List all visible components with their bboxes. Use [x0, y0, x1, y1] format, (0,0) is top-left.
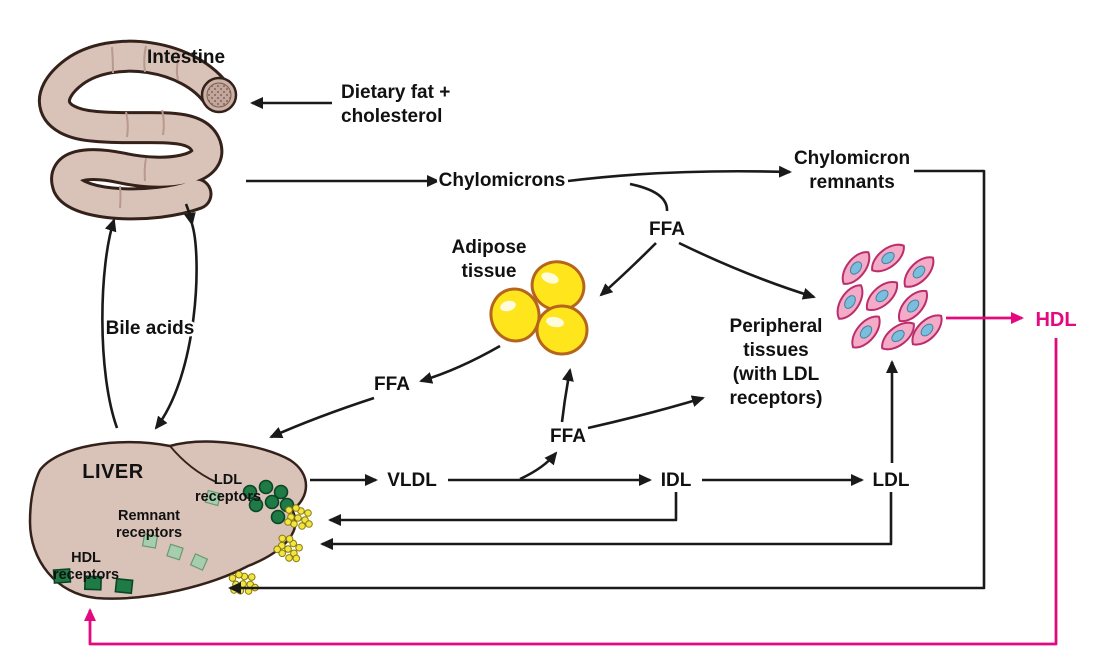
arrow-intestine-to-liver-bile: [154, 223, 198, 430]
arrow-liver-to-intestine-bile: [101, 218, 119, 429]
granule-cluster: [284, 504, 313, 530]
label-chylomicron-remnants-line2: remnants: [809, 172, 895, 193]
label-peripheral-line2: tissues: [743, 340, 808, 361]
arrow-ffa-to-peripheral-label: [587, 395, 705, 430]
label-adipose-line1: Adipose: [452, 237, 527, 258]
label-hdl-receptors-line2: receptors: [53, 567, 119, 583]
arrow-hdl-to-liver: [84, 338, 1058, 646]
tissue-cell: [835, 245, 877, 291]
label-ldl-receptors-line1: LDL: [214, 472, 242, 488]
label-chylomicrons: Chylomicrons: [439, 170, 566, 191]
remnant-receptor-cluster: [141, 489, 222, 571]
curve-chylomicrons-to-ffa: [629, 182, 669, 212]
arrow-ldl-to-liver: [320, 492, 893, 550]
flow-arrows: [84, 97, 1058, 646]
arrow-adipose-to-ffa: [419, 344, 501, 384]
arrow-vldl-line-to-ffa: [519, 451, 558, 481]
hdl-receptor-cluster: [52, 568, 134, 595]
label-dietary-fat-line2: cholesterol: [341, 106, 442, 127]
label-peripheral-line4: receptors): [730, 388, 823, 409]
liver-illustration: [28, 440, 313, 600]
arrow-remnants-to-liver: [228, 169, 986, 594]
arrow-ffa-to-liver: [269, 396, 375, 439]
label-ffa-top: FFA: [649, 219, 685, 240]
label-remnant-receptors-line2: receptors: [116, 525, 182, 541]
arrow-intestine-down-bile: [183, 203, 196, 226]
label-ffa-center: FFA: [550, 426, 586, 447]
tissue-cell: [897, 250, 941, 294]
tissue-cell: [845, 309, 887, 355]
tissue-cell: [860, 274, 904, 318]
label-chylomicron-remnants-line1: Chylomicron: [794, 148, 910, 169]
label-peripheral-line3: (with LDL: [733, 364, 820, 385]
label-remnant-receptors-line1: Remnant: [118, 508, 180, 524]
arrow-chylomicrons-to-remnants: [567, 165, 792, 183]
arrow-ffa-to-adipose-up: [560, 368, 574, 423]
label-hdl: HDL: [1035, 309, 1076, 331]
adipose-tissue-illustration: [489, 260, 589, 356]
label-vldl: VLDL: [387, 470, 437, 491]
diagram-labels: Intestine Dietary fat + cholesterol Chyl…: [53, 47, 1077, 583]
label-liver: LIVER: [82, 461, 143, 483]
label-idl: IDL: [661, 470, 692, 491]
intestine-illustration: [38, 39, 238, 221]
label-intestine: Intestine: [147, 47, 225, 68]
tissue-cell: [830, 279, 870, 325]
label-dietary-fat-line1: Dietary fat +: [341, 82, 450, 103]
peripheral-cells-illustration: [830, 237, 949, 357]
label-peripheral-line1: Peripheral: [730, 316, 823, 337]
label-bile-acids: Bile acids: [106, 318, 195, 339]
arrow-idl-to-liver: [328, 492, 678, 526]
arrow-ffa-to-peripheral-cells: [678, 241, 816, 300]
label-hdl-receptors-line1: HDL: [71, 550, 101, 566]
arrow-ffa-to-adipose: [599, 242, 657, 297]
label-adipose-line2: tissue: [462, 261, 517, 282]
tissue-cell: [865, 237, 911, 279]
label-ldl: LDL: [873, 470, 910, 491]
label-ffa-left: FFA: [374, 374, 410, 395]
label-ldl-receptors-line2: receptors: [195, 489, 261, 505]
